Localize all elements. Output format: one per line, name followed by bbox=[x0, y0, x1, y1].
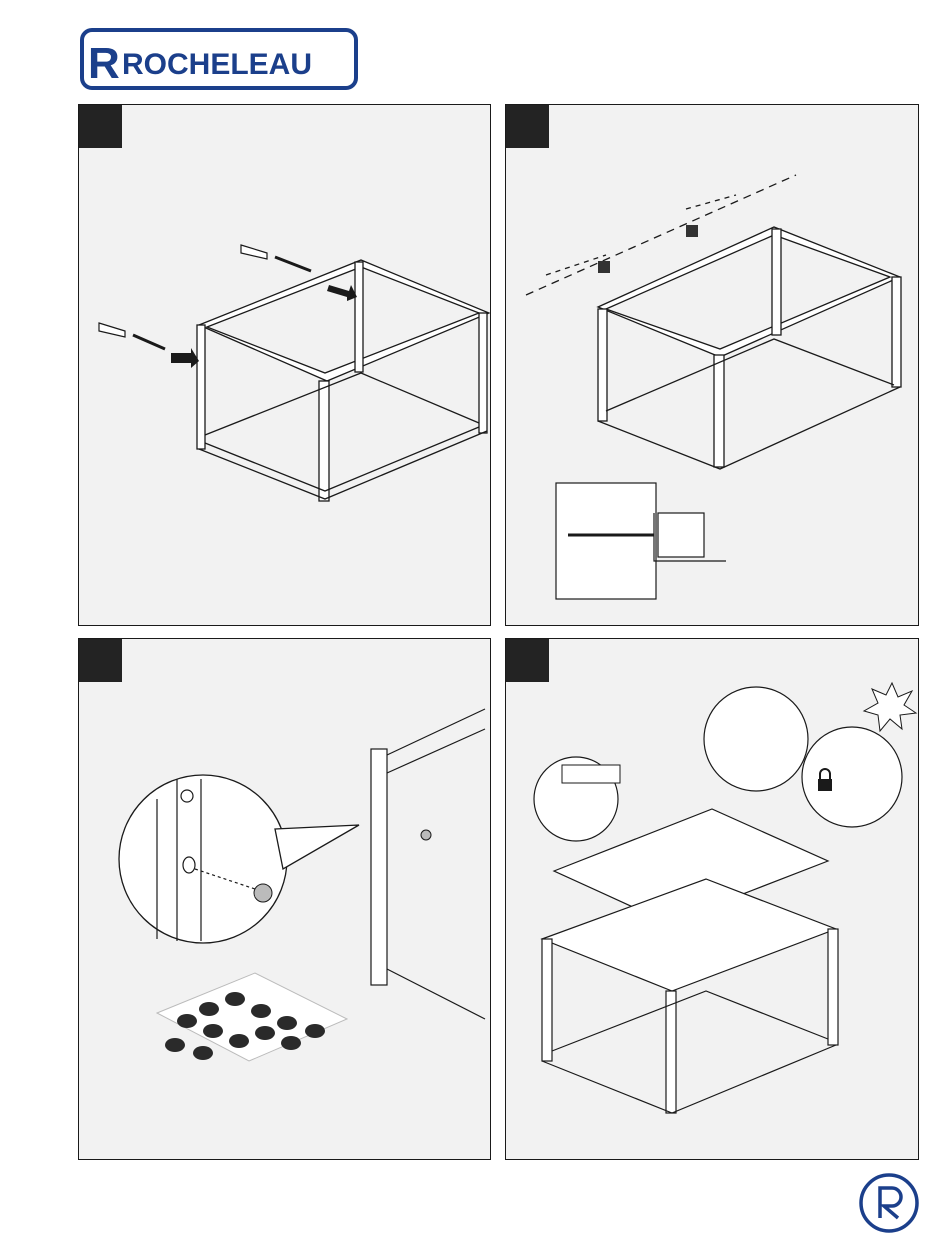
wall-bracket-illustration bbox=[506, 105, 919, 626]
click-burst-icon bbox=[864, 683, 916, 731]
brand-r-icon bbox=[858, 1172, 920, 1234]
felt-pad-sheet-icon bbox=[157, 973, 347, 1061]
brand-name: ROCHELEAU bbox=[122, 48, 312, 81]
brand-logo: R ROCHELEAU bbox=[80, 28, 358, 90]
felt-pads-illustration bbox=[79, 639, 491, 1160]
panel-step-4 bbox=[505, 638, 919, 1160]
panel-step-2 bbox=[505, 104, 919, 626]
glass-top-illustration bbox=[506, 639, 919, 1160]
panel-step-1 bbox=[78, 104, 491, 626]
frame-with-anchors-illustration bbox=[79, 105, 491, 626]
bracket-icon bbox=[598, 225, 698, 273]
svg-text:R: R bbox=[88, 39, 120, 88]
panel-step-3 bbox=[78, 638, 491, 1160]
